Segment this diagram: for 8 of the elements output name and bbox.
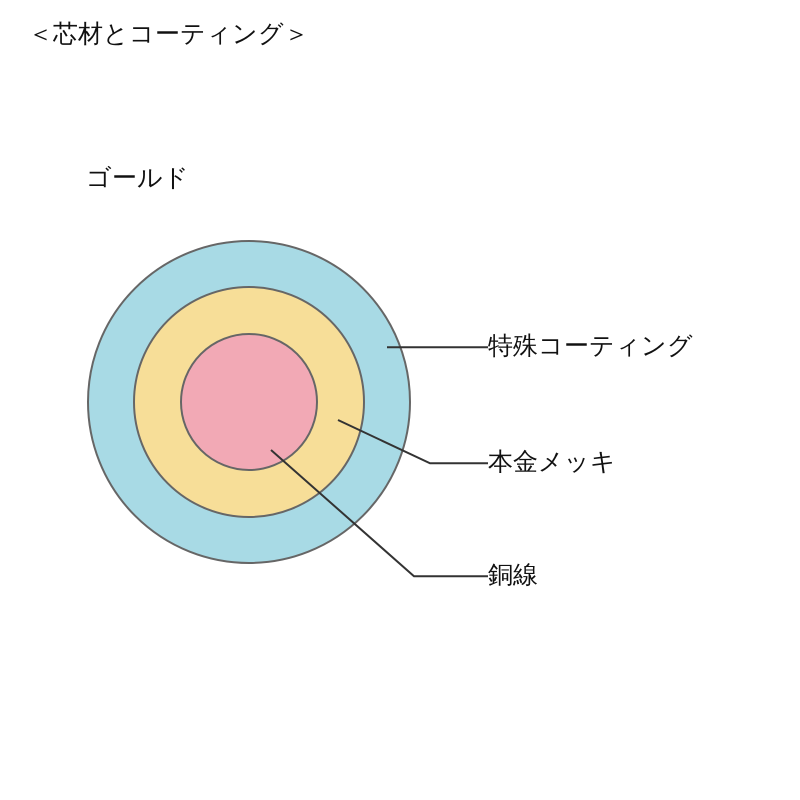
part-label: 銅線 xyxy=(488,559,538,592)
drawing-heading: ゴールド xyxy=(86,162,189,194)
leader-line xyxy=(338,419,488,464)
part-label: 本金メッキ xyxy=(488,446,616,478)
leader-line xyxy=(387,346,488,348)
diagram-title: ＜芯材とコーティング＞ xyxy=(28,18,309,50)
part-label: 特殊コーティング xyxy=(488,330,693,362)
leader-line xyxy=(270,449,488,578)
